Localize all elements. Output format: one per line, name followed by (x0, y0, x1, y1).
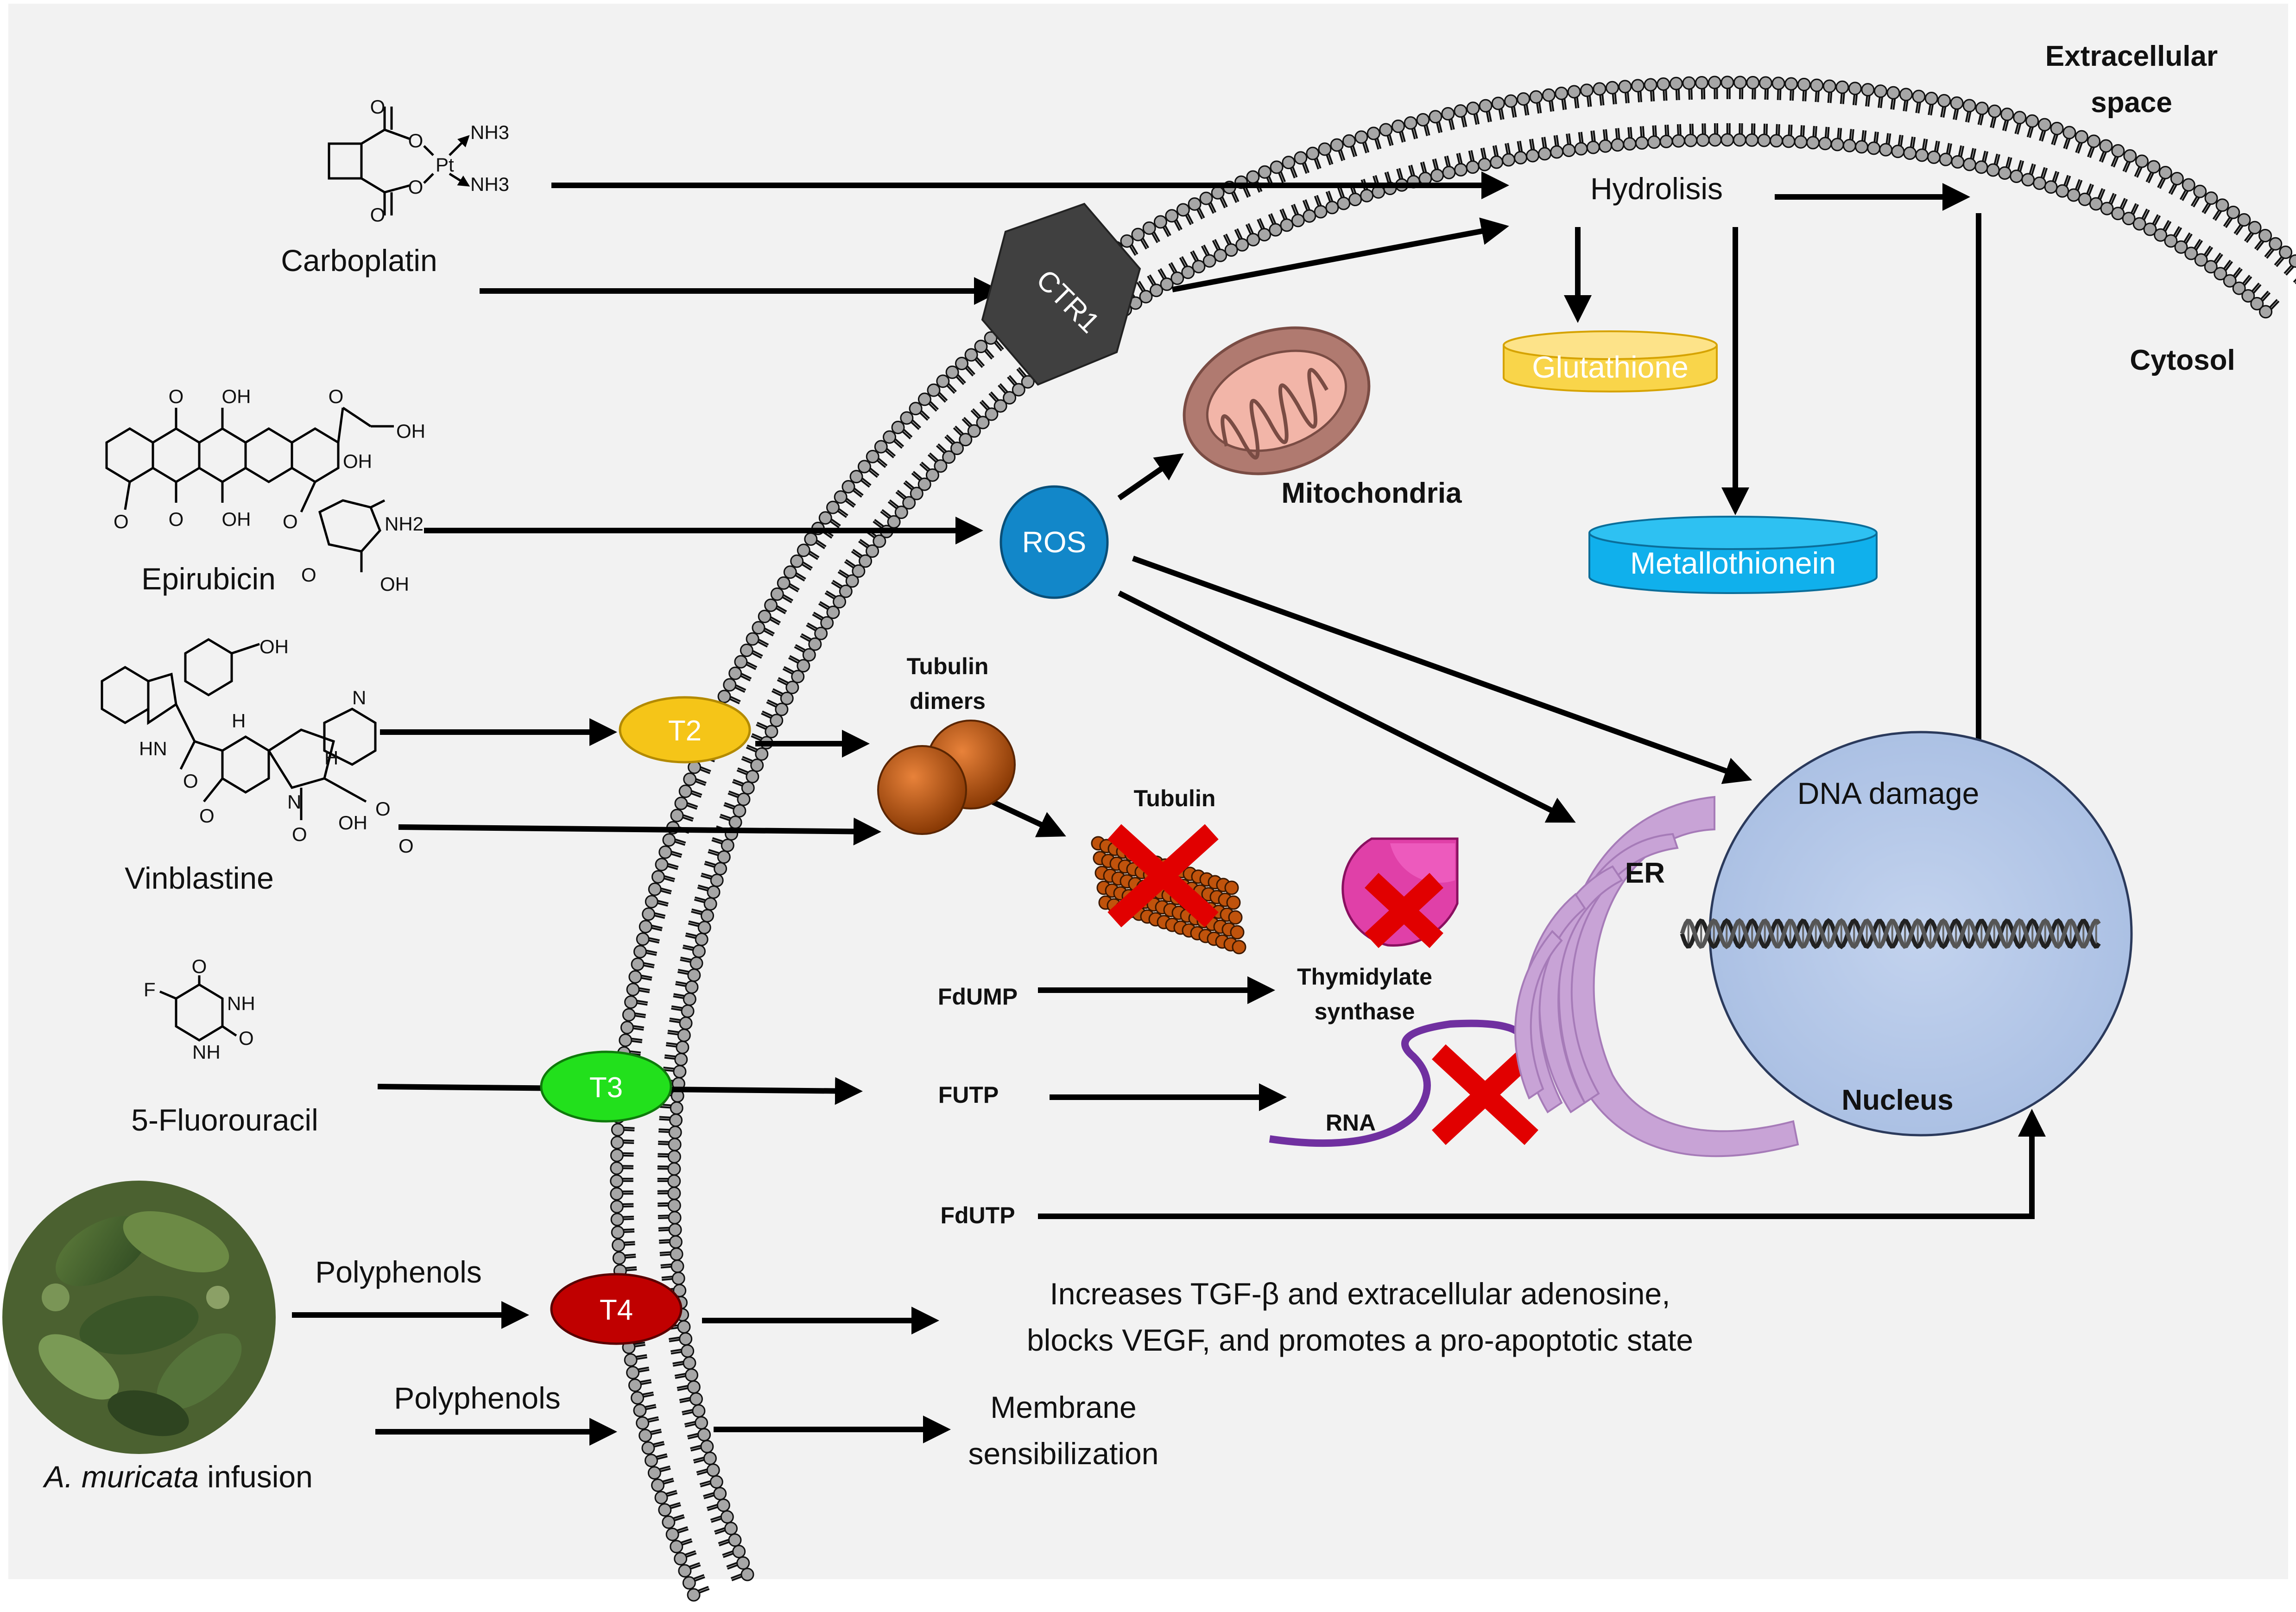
chem-o: O (375, 798, 391, 820)
chem-oh: OH (222, 386, 251, 407)
polyphenols-label-1: Polyphenols (315, 1255, 482, 1289)
chem-pt: Pt (436, 154, 454, 176)
t2-transporter: T2 (620, 697, 750, 762)
chem-oh: OH (343, 450, 372, 472)
chem-h: H (324, 747, 338, 769)
metallothionein-disc: Metallothionein (1589, 517, 1877, 593)
chem-o: O (283, 511, 298, 532)
chem-nh: NH (192, 1041, 221, 1063)
effects-label-2: blocks VEGF, and promotes a pro-apoptoti… (1027, 1323, 1693, 1357)
effects-label-1: Increases TGF-β and extracellular adenos… (1050, 1277, 1670, 1311)
chem-o: O (114, 511, 129, 532)
chem-n: N (352, 687, 366, 708)
t3-transporter: T3 (541, 1052, 671, 1121)
chem-nh3: NH3 (470, 121, 509, 143)
infusion-label: A. muricata infusion (42, 1460, 313, 1494)
t4-label: T4 (600, 1294, 633, 1326)
tubulin-dimers-label-1: Tubulin (907, 653, 989, 679)
metallothionein-label: Metallothionein (1630, 546, 1836, 580)
t4-transporter: T4 (551, 1274, 681, 1344)
rna-label: RNA (1326, 1110, 1376, 1136)
chem-o: O (370, 204, 386, 226)
glutathione-label: Glutathione (1532, 350, 1689, 384)
fluorouracil-label: 5-Fluorouracil (131, 1103, 318, 1137)
ros-node: ROS (1001, 487, 1107, 598)
glutathione-disc: Glutathione (1504, 331, 1717, 392)
vinblastine-label: Vinblastine (125, 861, 274, 895)
chem-f: F (144, 979, 156, 1000)
chem-h: H (232, 710, 246, 732)
chem-o: O (183, 770, 198, 792)
membrane-label-2: sensibilization (968, 1436, 1159, 1471)
ros-label: ROS (1022, 525, 1087, 559)
membrane-label-1: Membrane (990, 1390, 1136, 1424)
chem-hn: HN (139, 738, 167, 759)
chem-o: O (370, 96, 386, 118)
fdump-label: FdUMP (938, 984, 1018, 1010)
chem-o: O (169, 386, 184, 407)
chem-o: O (192, 955, 207, 977)
chem-nh: NH (227, 992, 255, 1014)
chem-n: N (287, 791, 301, 813)
chem-o: O (398, 835, 414, 857)
chem-nh3: NH3 (470, 173, 509, 195)
chem-oh: OH (338, 812, 367, 834)
nucleus-label: Nucleus (1841, 1084, 1953, 1116)
chem-o: O (408, 176, 424, 198)
polyphenols-label-2: Polyphenols (394, 1381, 561, 1415)
chem-o: O (199, 805, 215, 827)
er-label: ER (1625, 857, 1665, 889)
chem-oh: OH (396, 420, 425, 442)
chem-o: O (169, 508, 184, 530)
futp-label: FUTP (938, 1082, 999, 1108)
chem-o: O (301, 564, 316, 586)
chem-o: O (408, 130, 424, 152)
chem-nh2: NH2 (385, 513, 424, 535)
dna-damage-label: DNA damage (1797, 776, 1980, 810)
chem-o: O (329, 386, 344, 407)
chem-oh: OH (380, 573, 409, 595)
carboplatin-label: Carboplatin (281, 243, 437, 278)
cytosol-label: Cytosol (2130, 344, 2235, 376)
tubulin-dimers-label-2: dimers (910, 688, 986, 714)
tubulin-label: Tubulin (1134, 785, 1216, 811)
chem-o: O (292, 823, 307, 845)
ts-label-2: synthase (1315, 999, 1415, 1024)
chem-oh: OH (259, 636, 289, 657)
ts-label-1: Thymidylate (1297, 964, 1432, 990)
t2-label: T2 (668, 715, 702, 747)
epirubicin-label: Epirubicin (141, 562, 276, 596)
plant-photo-icon (2, 1181, 276, 1454)
chem-oh: OH (222, 508, 251, 530)
mitochondria-label: Mitochondria (1281, 477, 1462, 509)
chem-o: O (239, 1027, 254, 1049)
fdutp-label: FdUTP (940, 1202, 1015, 1228)
t3-label: T3 (589, 1072, 623, 1104)
hydrolisis-label: Hydrolisis (1590, 171, 1723, 206)
